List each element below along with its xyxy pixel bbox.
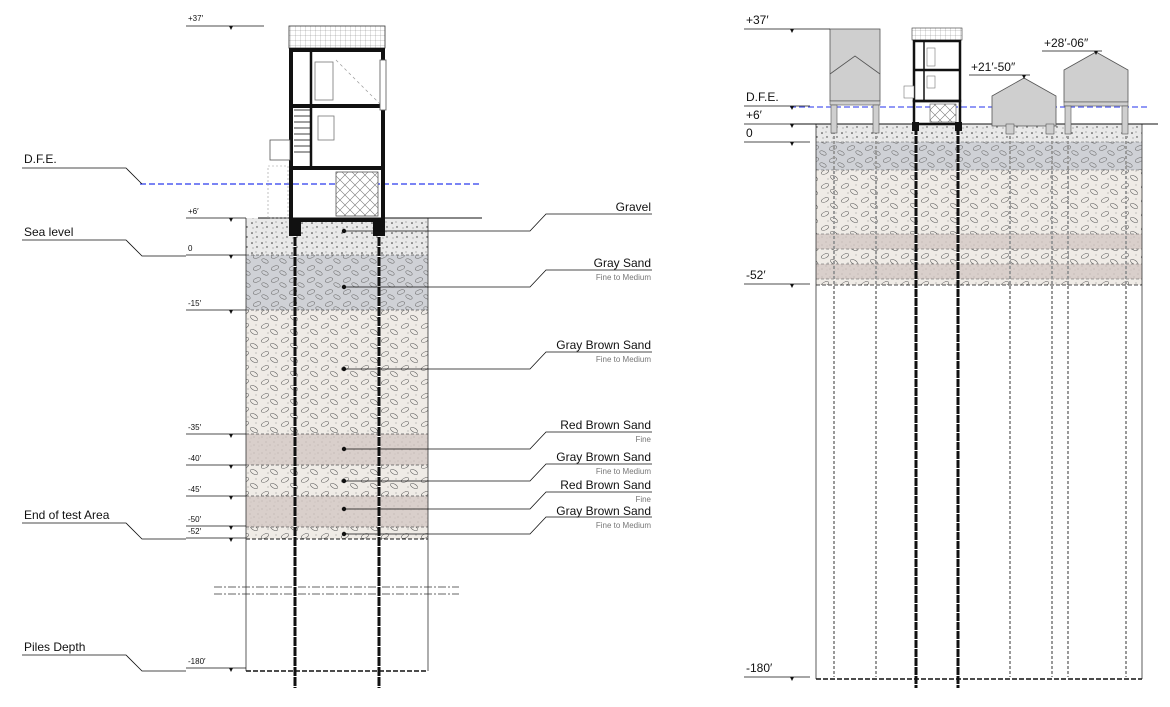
height-label: +21′-50″ [971,60,1016,74]
layer-subtitle: Fine to Medium [596,273,651,282]
layer-name: Red Brown Sand [560,418,651,432]
r-layer-gray-brown-sand-3 [816,279,1142,285]
height-callout-right: +28′-06″ [1042,36,1102,55]
layer-name: Gray Sand [594,256,651,270]
layer-subtitle: Fine to Medium [596,521,651,530]
left-small-elevations: +37′ +6′ 0 -15′ -35′ [186,14,264,672]
left-level-labels: D.F.E. Sea level End of test Area Piles … [22,152,186,672]
layer-callouts: Gravel Gray Sand Fine to Medium Gray Bro… [341,200,652,537]
callout-gravel: Gravel [341,200,652,234]
r-elevation-zero: 0 [744,126,810,146]
layer-gravel [246,218,428,255]
elevation-marker-m45: -45′ [186,485,246,500]
elevation-label: -50′ [188,515,202,524]
layer-subtitle: Fine [635,435,651,444]
layer-name: Gray Brown Sand [556,338,651,352]
level-label: Piles Depth [24,640,85,654]
layer-name: Gravel [616,200,651,214]
layer-subtitle: Fine to Medium [596,355,651,364]
callout-gray-brown-sand-3: Gray Brown Sand Fine to Medium [341,504,652,537]
r-layer-gravel [816,124,1142,142]
neighbor-height-callouts: +21′-50″ +28′-06″ [969,36,1102,79]
elevation-label: -45′ [188,485,202,494]
elevation-marker-m50: -50′ [186,515,246,530]
r-elevation-top: +37′ [744,13,830,33]
elevation-label: 0 [746,126,753,140]
neighbor-house-mid [991,77,1057,135]
neighbor-piles [833,126,1127,677]
neighbor-house-left [829,28,881,134]
r-layer-gray-sand [816,142,1142,170]
level-dfe: D.F.E. [22,152,143,185]
layer-gray-brown-sand-1 [246,310,428,434]
layer-red-brown-sand-2 [246,496,428,527]
level-label: D.F.E. [24,152,57,166]
elevation-label: -52′ [188,527,202,536]
layer-name: Red Brown Sand [560,478,651,492]
level-label: End of test Area [24,508,110,522]
elevation-marker-plus6: +6′ [186,207,246,222]
elevation-marker-m15: -15′ [186,299,246,314]
right-elevations: +37′ D.F.E. +6′ 0 -52′ [744,13,830,681]
r-elevation-m52: -52′ [744,268,810,288]
level-end-of-test: End of test Area [22,508,186,540]
height-label: +28′-06″ [1044,36,1089,50]
callout-gray-sand: Gray Sand Fine to Medium [341,256,652,290]
r-layer-red-brown-sand-2 [816,264,1142,279]
callout-red-brown-sand-1: Red Brown Sand Fine [341,418,652,452]
height-callout-left: +21′-50″ [969,60,1030,79]
level-label: Sea level [24,225,73,239]
elevation-label: -52′ [746,268,766,282]
r-layer-gray-brown-sand-2 [816,249,1142,264]
elevation-label: +6′ [746,108,763,122]
layer-subtitle: Fine [635,495,651,504]
layer-gray-brown-sand-2 [246,465,428,496]
level-sea: Sea level [22,225,186,257]
layer-name: Gray Brown Sand [556,504,651,518]
elevation-label: -40′ [188,454,202,463]
elevation-label: -180′ [746,661,773,675]
elevation-label: -180′ [188,657,206,666]
right-house [903,27,963,131]
elevation-label: +37′ [746,13,769,27]
elevation-marker-zero: 0 [186,244,246,259]
elevation-marker-m52: -52′ [186,527,246,542]
elevation-marker-top: +37′ [186,14,264,30]
elevation-label: D.F.E. [746,90,779,104]
house-piles [914,126,960,688]
level-piles-depth: Piles Depth [22,640,186,672]
layer-gray-brown-sand-3 [246,527,428,539]
house-section [267,25,387,236]
layer-name: Gray Brown Sand [556,450,651,464]
left-soil-section: +37′ +6′ 0 -15′ -35′ [22,14,652,688]
elevation-marker-m40: -40′ [186,454,246,469]
elevation-label: +37′ [188,14,204,23]
neighbor-house-right [1063,51,1129,135]
layer-gray-sand [246,255,428,310]
elevation-label: -15′ [188,299,202,308]
callout-gray-brown-sand-1: Gray Brown Sand Fine to Medium [341,338,652,372]
callout-gray-brown-sand-2: Gray Brown Sand Fine to Medium [341,450,652,484]
elevation-marker-m35: -35′ [186,423,246,438]
callout-red-brown-sand-2: Red Brown Sand Fine [341,478,652,512]
r-layer-red-brown-sand-1 [816,234,1142,249]
r-layer-gray-brown-sand-1 [816,170,1142,234]
elevation-label: -35′ [188,423,202,432]
layer-red-brown-sand-1 [246,434,428,465]
elevation-label: 0 [188,244,193,253]
r-elevation-plus6: +6′ [744,108,810,128]
elevation-label: +6′ [188,207,199,216]
right-site-section: +21′-50″ +28′-06″ +37′ D.F.E. [744,13,1158,688]
r-elevation-dfe: D.F.E. [744,90,810,110]
layer-subtitle: Fine to Medium [596,467,651,476]
r-elevation-m180: -180′ [744,661,810,681]
elevation-marker-m180: -180′ [186,657,246,672]
